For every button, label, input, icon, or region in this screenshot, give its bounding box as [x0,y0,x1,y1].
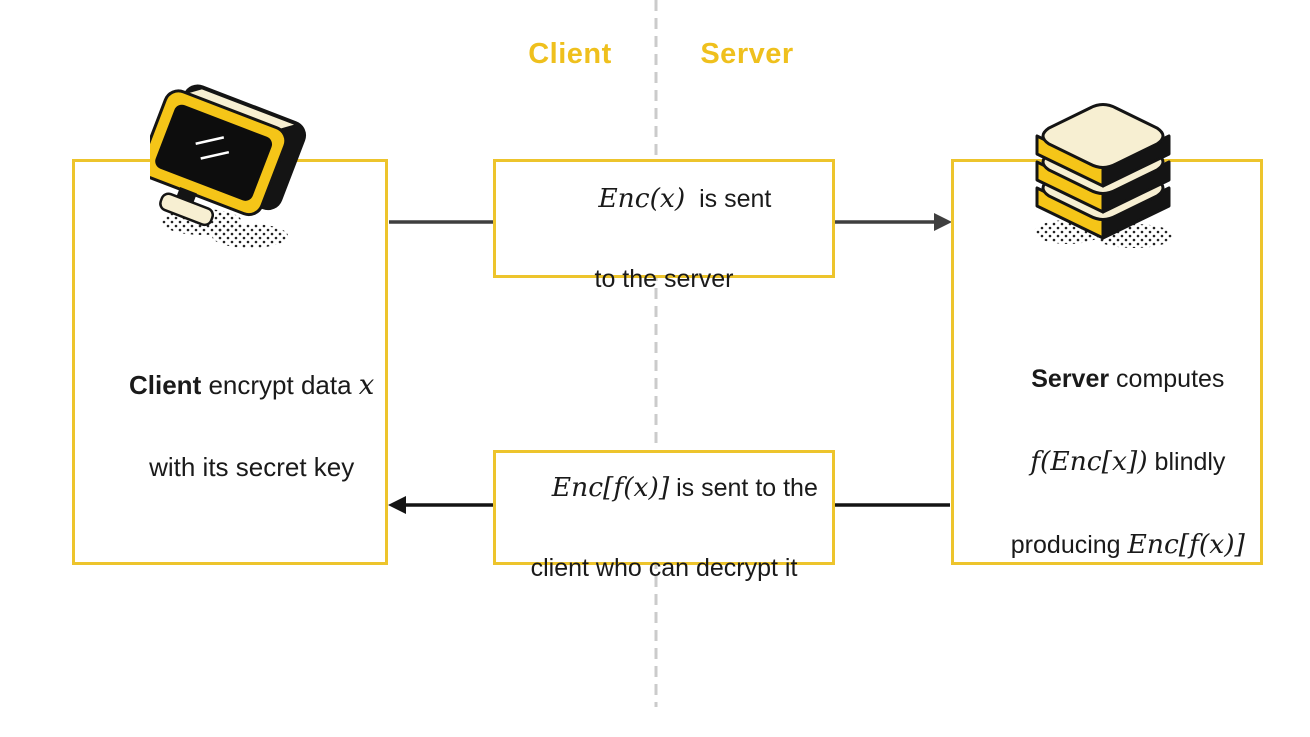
arrowhead-right-icon [934,213,952,231]
client-column-header: Client [528,38,612,70]
database-slab [1035,103,1171,188]
message-enc-fx-line2: client who can decrypt it [530,553,798,582]
client-description-bold: Client [129,370,202,400]
database-icon [1028,86,1180,263]
monitor-icon [139,72,325,262]
client-panel: Client encrypt data x with its secret ke… [72,159,388,565]
message-enc-x-sent: Enc(x) is sent to the server [493,159,835,293]
client-description-line2: with its secret key [149,452,355,482]
message-enc-x-math: Enc(x) [598,182,686,214]
message-enc-x-text: is sent [685,184,772,213]
client-description-math: x [358,369,375,401]
server-description-text2: blindly [1147,448,1226,476]
monitor-shadow-dots [212,224,288,248]
server-description: Server computes f(Enc[x]) blindly produc… [954,318,1260,607]
message-enc-fx-sent: Enc[f(x)] is sent to the client who can … [493,450,835,582]
server-description-math2: Enc[f(x)] [1127,529,1245,560]
client-description-text: encrypt data [201,370,359,400]
message-enc-fx-math: Enc[f(x)] [551,471,670,503]
server-description-text3: producing [1010,531,1128,559]
message-enc-fx-text: is sent to the [669,473,818,502]
message-enc-fx-line1: Enc[f(x)] is sent to the [496,428,832,548]
arrowhead-left-icon [388,496,406,514]
server-description-bold: Server [1031,365,1110,393]
client-description: Client encrypt data x with its secret ke… [75,324,385,529]
message-enc-x-line2: to the server [594,264,734,293]
message-enc-x-line1: Enc(x) is sent [496,139,832,259]
server-description-math1: f(Enc[x]) [1030,446,1148,477]
server-column-header: Server [700,38,794,70]
server-description-text: computes [1109,365,1225,393]
